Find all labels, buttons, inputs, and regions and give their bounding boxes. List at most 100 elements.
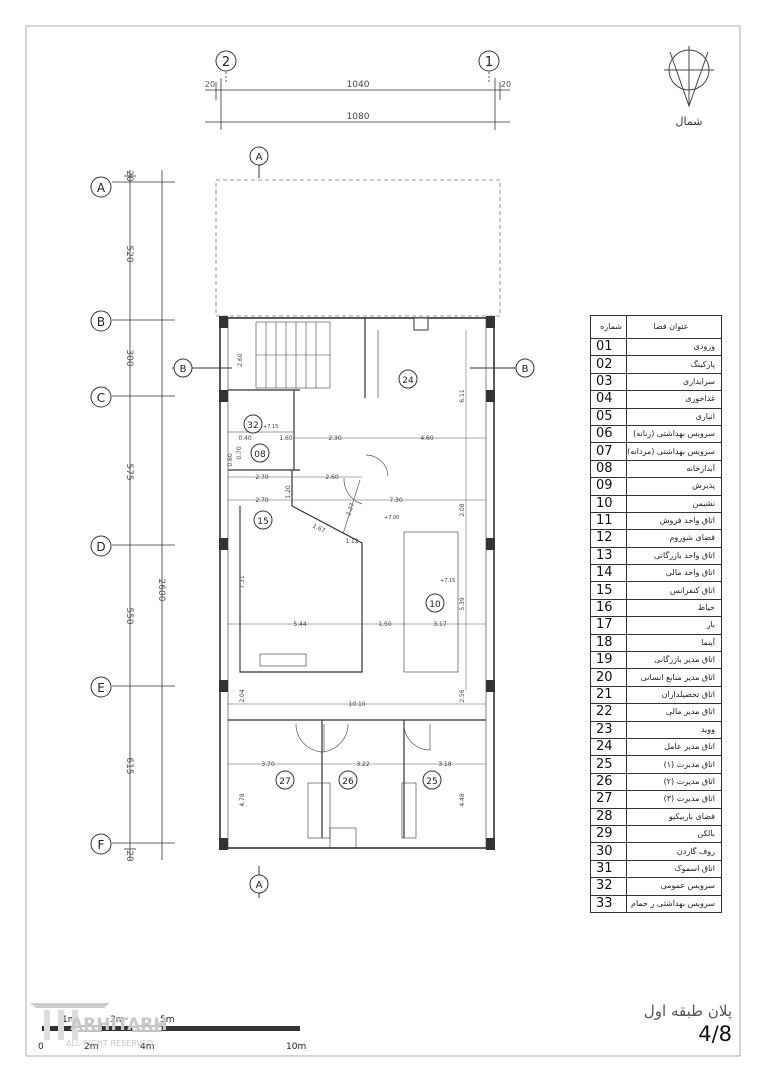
svg-text:20: 20 [124, 850, 134, 862]
legend-row-number: 26 [590, 772, 627, 792]
section-label: A [256, 880, 263, 891]
dim-middle: 1040 [347, 80, 370, 90]
svg-text:4.48: 4.48 [459, 793, 466, 807]
legend-row-number: 01 [590, 337, 627, 357]
legend-row-number: 05 [590, 407, 627, 426]
svg-text:5.44: 5.44 [293, 621, 307, 628]
north-label: شمال [676, 115, 703, 128]
scale-bar: 0 2m 3m 4m 5m 10m 1m [38, 1015, 306, 1052]
dim-left: 20 [205, 80, 215, 89]
logo-tagline: ALL RIGHT RESERVED [66, 1039, 153, 1048]
logo-text: ARHITARH [70, 1015, 168, 1035]
legend-row-name: سرویس بهداشتی (زنانه) [626, 424, 722, 444]
svg-text:10.10: 10.10 [348, 701, 365, 708]
legend-row-number: 11 [590, 511, 627, 531]
svg-text:0: 0 [38, 1042, 44, 1052]
room-number: 24 [402, 376, 414, 386]
legend-row-number: 23 [590, 720, 627, 739]
legend-row-name: سرویس عمومی [626, 877, 722, 896]
svg-text:2.30: 2.30 [328, 435, 342, 442]
legend-row-name: اتاق اسموک [626, 859, 722, 879]
svg-text:20: 20 [124, 170, 134, 182]
svg-text:2m: 2m [84, 1042, 99, 1052]
svg-text:575: 575 [124, 463, 134, 480]
svg-text:10m: 10m [286, 1042, 306, 1052]
legend-row-number: 03 [590, 372, 627, 392]
legend-row-number: 33 [590, 894, 627, 913]
legend-row-number: 04 [590, 390, 627, 409]
legend-row-number: 20 [590, 668, 627, 687]
svg-text:5.39: 5.39 [459, 597, 466, 611]
legend-row-number: 09 [590, 477, 627, 496]
grid-row-label: F [98, 838, 105, 852]
legend-row-name: نشیمن [626, 494, 722, 513]
svg-text:2.60: 2.60 [237, 353, 244, 367]
svg-text:0.70: 0.70 [236, 446, 243, 460]
legend-header: شماره عنوان فضا [590, 315, 722, 339]
svg-text:2.04: 2.04 [239, 689, 246, 703]
legend-row-name: اتاق مدیرت (۲) [626, 772, 722, 792]
legend-row-name: سرویس بهداشتی ر حمام [626, 894, 722, 913]
sheet-border [25, 25, 741, 1057]
legend-row-number: 14 [590, 564, 627, 583]
svg-text:7.31: 7.31 [239, 575, 246, 589]
legend-row-name: اتاق واحد مالی [626, 564, 722, 583]
sheet-title: پلان طبقه اول [643, 1002, 732, 1020]
legend-row-number: 02 [590, 355, 627, 374]
grid-row-label: B [97, 315, 105, 329]
room-number: 26 [342, 777, 354, 787]
legend-row-name: پارکینگ [626, 355, 722, 374]
legend-row-number: 15 [590, 581, 627, 600]
svg-text:3.18: 3.18 [438, 761, 452, 768]
grid-row-label: C [97, 391, 105, 405]
legend-row-name: اتاق مدیرت (۱) [626, 755, 722, 774]
legend-row-name: اتاق مدیر بازرگانی [626, 651, 722, 670]
legend-row-name: سرویس بهداشتی (مردانه) [626, 442, 722, 461]
grid-column-bubbles: 2 1 [215, 50, 500, 72]
legend-row-name: آبدارخانه [626, 459, 722, 479]
svg-text:1.60: 1.60 [279, 435, 293, 442]
grid-col-label: 1 [485, 55, 493, 70]
legend-row-name: اتاق واحد بازرگانی [626, 546, 722, 566]
legend-row-name: اتاق مدیر عامل [626, 737, 722, 757]
row-span-dims: 20 520 300 575 550 615 20 2600 [124, 170, 166, 862]
grid-row-lines [112, 170, 175, 860]
svg-text:+7.15: +7.15 [263, 424, 278, 430]
svg-text:7.30: 7.30 [389, 497, 403, 504]
logo: ARHITARH ALL RIGHT RESERVED [30, 1003, 168, 1048]
svg-text:2.70: 2.70 [255, 497, 269, 504]
building-walls [219, 317, 495, 849]
section-markers: A A B B [172, 146, 535, 898]
legend-row-number: 10 [590, 494, 627, 513]
room-number: 10 [429, 600, 441, 610]
svg-text:+7.00: +7.00 [384, 515, 399, 521]
legend-row-number: 24 [590, 737, 627, 757]
legend-row-name: روف گاردن [626, 842, 722, 861]
svg-text:2.70: 2.70 [255, 474, 269, 481]
legend-row-name: سرایداری [626, 372, 722, 392]
svg-text:1m: 1m [62, 1015, 77, 1025]
stairs [255, 321, 331, 389]
legend-row-name: انباری [626, 407, 722, 426]
sheet-number: 4/8 [698, 1022, 732, 1046]
legend-row-number: 25 [590, 755, 627, 774]
